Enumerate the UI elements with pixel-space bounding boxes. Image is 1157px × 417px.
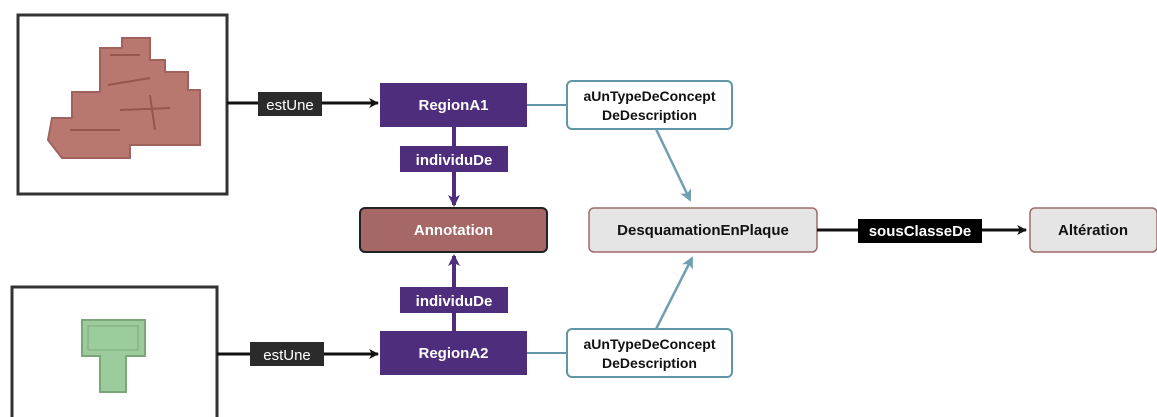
node-concept-description-top: aUnTypeDeConcept DeDescription [566, 80, 733, 130]
svg-text:estUne: estUne [266, 97, 314, 114]
svg-text:sousClasseDe: sousClasseDe [869, 223, 972, 240]
edge-label-sous-classe-de: sousClasseDe [858, 219, 982, 243]
concept-description-top-line2: DeDescription [602, 107, 697, 123]
svg-text:RegionA1: RegionA1 [418, 97, 488, 114]
concept-description-bottom-line2: DeDescription [602, 355, 697, 371]
svg-text:individuDe: individuDe [416, 152, 493, 169]
node-concept-description-bottom: aUnTypeDeConcept DeDescription [566, 328, 733, 378]
image-frame-bottom [10, 285, 219, 417]
edge-label-est-une-top: estUne [258, 92, 322, 116]
concept-description-bottom-line1: aUnTypeDeConcept [584, 336, 716, 352]
region-fragment-bottom [81, 319, 146, 393]
edge-label-individu-de-bottom: individuDe [400, 287, 508, 313]
edge-label-individu-de-top: individuDe [400, 146, 508, 172]
node-alteration: Altération [1029, 207, 1157, 253]
svg-text:individuDe: individuDe [416, 293, 493, 310]
edge-label-est-une-bottom: estUne [250, 342, 324, 366]
node-region-a1: RegionA1 [380, 83, 527, 127]
svg-text:RegionA2: RegionA2 [418, 345, 488, 362]
svg-text:estUne: estUne [263, 347, 311, 364]
svg-text:Annotation: Annotation [414, 222, 493, 239]
concept-description-top-line1: aUnTypeDeConcept [584, 88, 716, 104]
region-fragment-top [46, 37, 201, 159]
node-desquamation-en-plaque: DesquamationEnPlaque [588, 207, 818, 253]
node-region-a2: RegionA2 [380, 331, 527, 375]
svg-text:DesquamationEnPlaque: DesquamationEnPlaque [617, 222, 789, 239]
svg-text:Altération: Altération [1058, 222, 1128, 239]
image-frame-top [16, 13, 229, 196]
node-annotation: Annotation [359, 207, 548, 253]
